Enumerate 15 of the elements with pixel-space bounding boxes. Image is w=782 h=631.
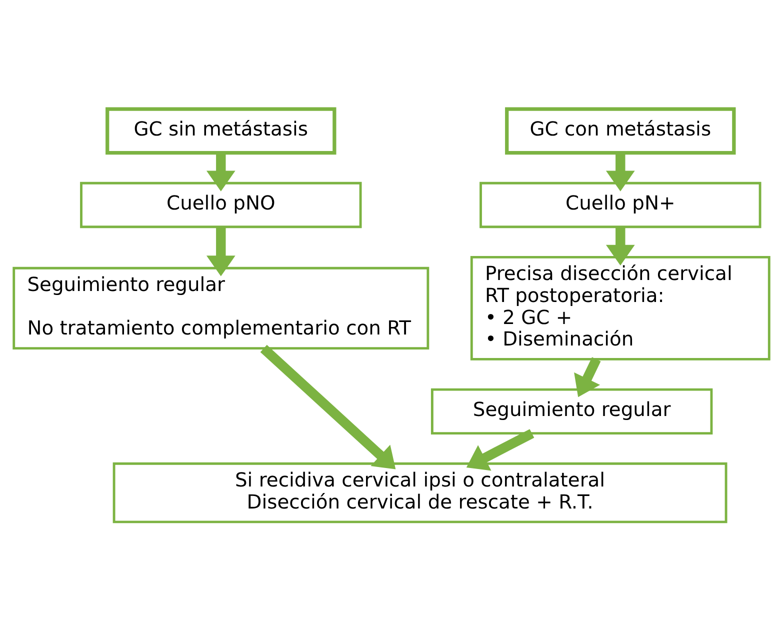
arrow bbox=[206, 152, 235, 192]
arrow bbox=[605, 152, 634, 192]
node-box: Cuello pN+ bbox=[479, 182, 761, 228]
node-box: Cuello pNO bbox=[80, 182, 362, 228]
node-box: Seguimiento regular bbox=[430, 388, 712, 434]
node-box: Precisa disección cervical RT postoperatoria: • 2 GC + • Diseminación bbox=[470, 256, 770, 360]
node-box: Si recidiva cervical ipsi o contralateral Disección cervical de rescate + R.T. bbox=[112, 462, 727, 524]
node-box: GC sin metástasis bbox=[105, 107, 336, 155]
arrow bbox=[605, 227, 634, 266]
arrow bbox=[466, 429, 534, 471]
node-box: GC con metástasis bbox=[504, 107, 736, 155]
node-box: Seguimiento regular No tratamiento complementario con RT bbox=[12, 266, 429, 350]
arrow bbox=[574, 357, 600, 398]
arrow bbox=[260, 344, 396, 470]
arrow bbox=[206, 227, 235, 276]
